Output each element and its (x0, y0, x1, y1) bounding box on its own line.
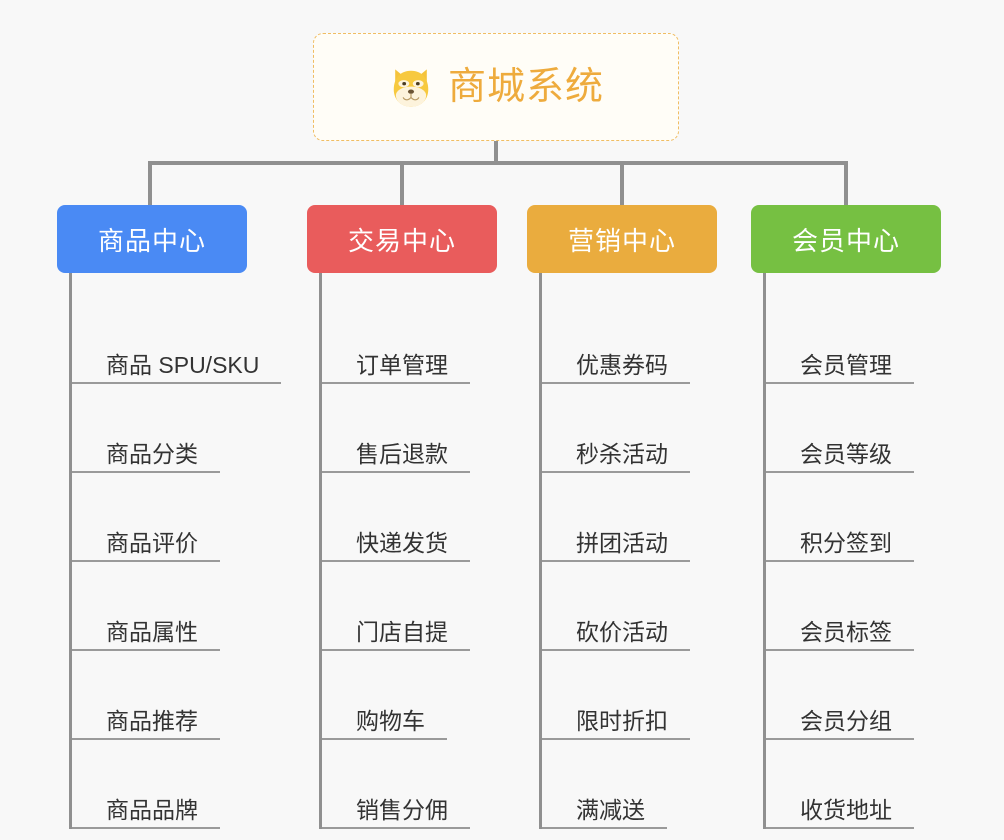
root-title: 商城系统 (447, 66, 604, 108)
branch-header-2[interactable]: 交易中心 (307, 205, 497, 273)
leaf-underline (542, 738, 690, 740)
leaf-label: 售后退款 (356, 440, 448, 467)
leaf-item[interactable]: 会员管理 (766, 295, 971, 384)
branch-column-1: 商品中心 商品 SPU/SKU 商品分类 商品评价 商品属性 商品推荐 商品品牌 (57, 205, 281, 829)
leaf-item[interactable]: 商品 SPU/SKU (72, 295, 281, 384)
leaf-underline (322, 827, 470, 829)
leaf-underline (322, 649, 470, 651)
leaf-underline (72, 471, 220, 473)
leaf-underline (72, 382, 281, 384)
leaf-label: 商品推荐 (106, 707, 198, 734)
leaf-underline (322, 471, 470, 473)
leaf-label: 拼团活动 (576, 529, 668, 556)
leaf-label: 砍价活动 (576, 618, 668, 645)
branch-body-1: 商品 SPU/SKU 商品分类 商品评价 商品属性 商品推荐 商品品牌 (69, 273, 281, 829)
leaf-underline (542, 471, 690, 473)
leaf-label: 会员等级 (800, 440, 892, 467)
branch-body-3: 优惠券码 秒杀活动 拼团活动 砍价活动 限时折扣 满减送 (539, 273, 747, 829)
connector-root-stem (494, 141, 498, 165)
branch-header-1[interactable]: 商品中心 (57, 205, 247, 273)
leaf-label: 商品 SPU/SKU (106, 351, 260, 378)
leaf-underline (542, 827, 667, 829)
leaf-underline (766, 382, 914, 384)
leaf-item[interactable]: 商品分类 (72, 384, 277, 473)
leaf-underline (766, 560, 914, 562)
leaf-item[interactable]: 拼团活动 (542, 473, 747, 562)
leaf-label: 商品评价 (106, 529, 198, 556)
leaf-label: 订单管理 (356, 351, 448, 378)
leaf-label: 优惠券码 (576, 351, 668, 378)
leaf-underline (322, 738, 447, 740)
leaf-underline (72, 738, 220, 740)
branch-body-4: 会员管理 会员等级 积分签到 会员标签 会员分组 收货地址 (763, 273, 971, 829)
leaf-underline (542, 560, 690, 562)
leaf-label: 积分签到 (800, 529, 892, 556)
leaf-label: 满减送 (576, 796, 645, 823)
leaf-item[interactable]: 会员等级 (766, 384, 971, 473)
leaf-item[interactable]: 积分签到 (766, 473, 971, 562)
leaf-item[interactable]: 商品评价 (72, 473, 277, 562)
leaf-item[interactable]: 商品推荐 (72, 651, 277, 740)
leaf-item[interactable]: 商品属性 (72, 562, 277, 651)
leaf-label: 秒杀活动 (576, 440, 668, 467)
branch-header-4[interactable]: 会员中心 (751, 205, 941, 273)
leaf-item[interactable]: 优惠券码 (542, 295, 747, 384)
leaf-item[interactable]: 秒杀活动 (542, 384, 747, 473)
connector-drop-1 (148, 161, 152, 207)
leaf-label: 收货地址 (800, 796, 892, 823)
leaf-label: 快递发货 (356, 529, 448, 556)
connector-horizontal-bus (148, 161, 848, 165)
leaf-label: 购物车 (356, 707, 425, 734)
leaf-item[interactable]: 订单管理 (322, 295, 527, 384)
leaf-label: 销售分佣 (356, 796, 448, 823)
leaf-underline (72, 827, 220, 829)
leaf-item[interactable]: 收货地址 (766, 740, 971, 829)
leaf-underline (72, 649, 220, 651)
shiba-dog-emoji (388, 65, 434, 111)
leaf-underline (322, 560, 470, 562)
leaf-underline (542, 382, 690, 384)
branch-column-3: 营销中心 优惠券码 秒杀活动 拼团活动 砍价活动 限时折扣 满减送 (527, 205, 747, 829)
leaf-underline (72, 560, 220, 562)
leaf-underline (766, 738, 914, 740)
leaf-label: 门店自提 (356, 618, 448, 645)
leaf-label: 会员标签 (800, 618, 892, 645)
leaf-label: 会员分组 (800, 707, 892, 734)
leaf-label: 限时折扣 (576, 707, 668, 734)
leaf-item[interactable]: 销售分佣 (322, 740, 527, 829)
connector-drop-3 (620, 161, 624, 207)
leaf-item[interactable]: 会员标签 (766, 562, 971, 651)
leaf-underline (766, 471, 914, 473)
leaf-item[interactable]: 砍价活动 (542, 562, 747, 651)
connector-drop-2 (400, 161, 404, 207)
leaf-label: 会员管理 (800, 351, 892, 378)
branch-column-4: 会员中心 会员管理 会员等级 积分签到 会员标签 会员分组 收货地址 (751, 205, 971, 829)
leaf-label: 商品品牌 (106, 796, 198, 823)
connector-drop-4 (844, 161, 848, 207)
branch-header-3[interactable]: 营销中心 (527, 205, 717, 273)
leaf-item[interactable]: 购物车 (322, 651, 527, 740)
leaf-underline (766, 649, 914, 651)
leaf-label: 商品属性 (106, 618, 198, 645)
root-node[interactable]: 商城系统 (313, 33, 679, 141)
leaf-item[interactable]: 门店自提 (322, 562, 527, 651)
leaf-label: 商品分类 (106, 440, 198, 467)
leaf-item[interactable]: 限时折扣 (542, 651, 747, 740)
leaf-underline (766, 827, 914, 829)
branch-column-2: 交易中心 订单管理 售后退款 快递发货 门店自提 购物车 销售分佣 (307, 205, 527, 829)
leaf-underline (322, 382, 470, 384)
leaf-item[interactable]: 会员分组 (766, 651, 971, 740)
leaf-item[interactable]: 商品品牌 (72, 740, 277, 829)
branch-body-2: 订单管理 售后退款 快递发货 门店自提 购物车 销售分佣 (319, 273, 527, 829)
leaf-item[interactable]: 满减送 (542, 740, 747, 829)
leaf-underline (542, 649, 690, 651)
leaf-item[interactable]: 快递发货 (322, 473, 527, 562)
leaf-item[interactable]: 售后退款 (322, 384, 527, 473)
